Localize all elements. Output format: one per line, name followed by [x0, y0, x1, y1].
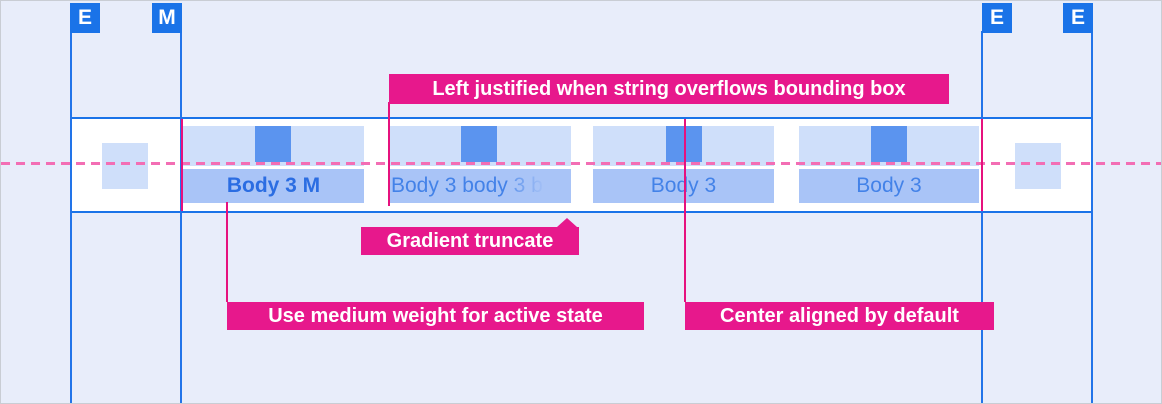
annotation-active-weight: Use medium weight for active state — [227, 302, 644, 330]
tab-icon-placeholder — [255, 126, 291, 162]
tab-label: Body 3 M — [226, 174, 321, 197]
annotation-overflow: Left justified when string overflows bou… — [389, 74, 949, 104]
leader-line-center-align — [684, 119, 686, 302]
margin-marker-m: M — [152, 3, 182, 33]
edge-item-placeholder-right — [1015, 143, 1061, 189]
margin-marker-e-right1: E — [982, 3, 1012, 33]
leader-line-strip-start — [181, 119, 183, 211]
tab-icon-placeholder — [461, 126, 497, 162]
tab-icon-placeholder — [871, 126, 907, 162]
leader-line-strip-end — [981, 119, 983, 211]
tab-label: Body 3 — [856, 174, 922, 197]
guide-line-edge-left — [70, 31, 72, 403]
annotation-center-align: Center aligned by default — [685, 302, 994, 330]
edge-item-placeholder-left — [102, 143, 148, 189]
margin-marker-e-left: E — [70, 3, 100, 33]
margin-marker-e-right2: E — [1063, 3, 1093, 33]
leader-line-active-weight — [226, 202, 228, 302]
tab-label-box: Body 3 body 3 b — [389, 169, 571, 203]
guide-line-edge-right — [1091, 31, 1093, 403]
leader-line-overflow — [388, 102, 390, 206]
tab-label-box: Body 3 — [799, 169, 979, 203]
guide-line-margin-right — [981, 31, 983, 403]
center-dashed-guide-line — [1, 162, 1161, 165]
tab-label: Body 3 — [650, 174, 717, 197]
gradient-label-pointer-icon — [557, 218, 577, 227]
annotation-gradient-truncate: Gradient truncate — [361, 227, 579, 255]
tab-label-box: Body 3 M — [183, 169, 364, 203]
guide-line-margin-left — [180, 31, 182, 403]
tab-label-solid: Body 3 body — [391, 174, 508, 197]
tab-label-faded: 3 b — [507, 174, 543, 197]
tab-label-box: Body 3 — [593, 169, 774, 203]
